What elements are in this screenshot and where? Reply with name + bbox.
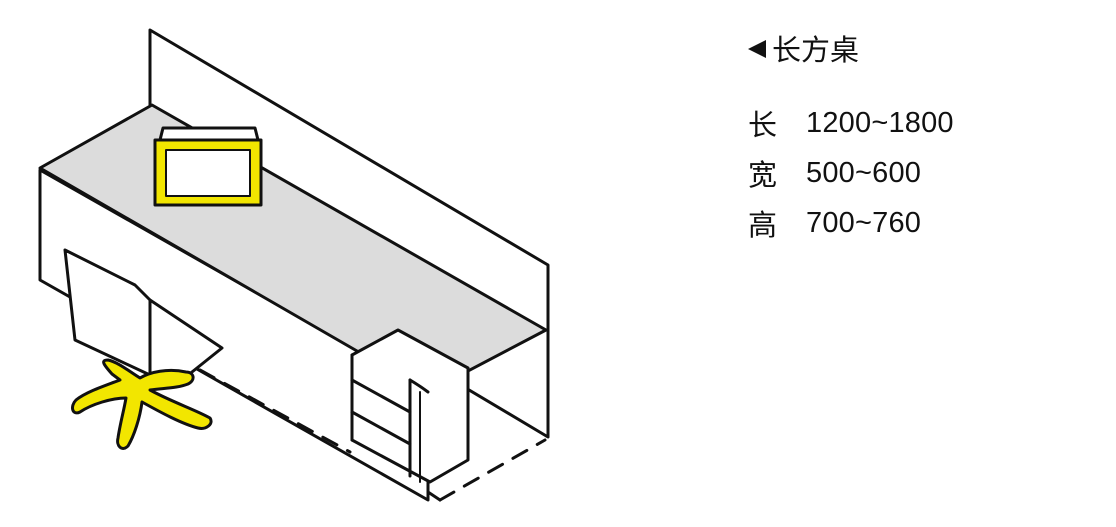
spec-row-height: 高 700~760 [748,198,1088,248]
spec-value: 1200~1800 [806,106,954,139]
spec-title: 长方桌 [748,28,1088,68]
drawer-cabinet [350,328,470,484]
spec-value: 500~600 [806,156,922,189]
spec-row-width: 宽 500~600 [748,148,1088,198]
spec-label: 高 [748,208,778,242]
spec-panel: 长方桌 长 1200~1800 宽 500~600 高 700~760 [748,28,1088,248]
desk-illustration [38,28,550,502]
spec-value: 700~760 [806,206,922,239]
monitor [153,126,263,207]
office-chair [63,248,224,450]
spec-label: 长 [748,108,778,142]
left-triangle-icon [748,39,766,58]
spec-title-text: 长方桌 [772,33,860,67]
chair-base [71,358,213,450]
spec-label: 宽 [748,158,778,192]
spec-list: 长 1200~1800 宽 500~600 高 700~760 [748,98,1088,248]
floor-outline [198,368,547,502]
spec-row-length: 长 1200~1800 [748,98,1088,148]
